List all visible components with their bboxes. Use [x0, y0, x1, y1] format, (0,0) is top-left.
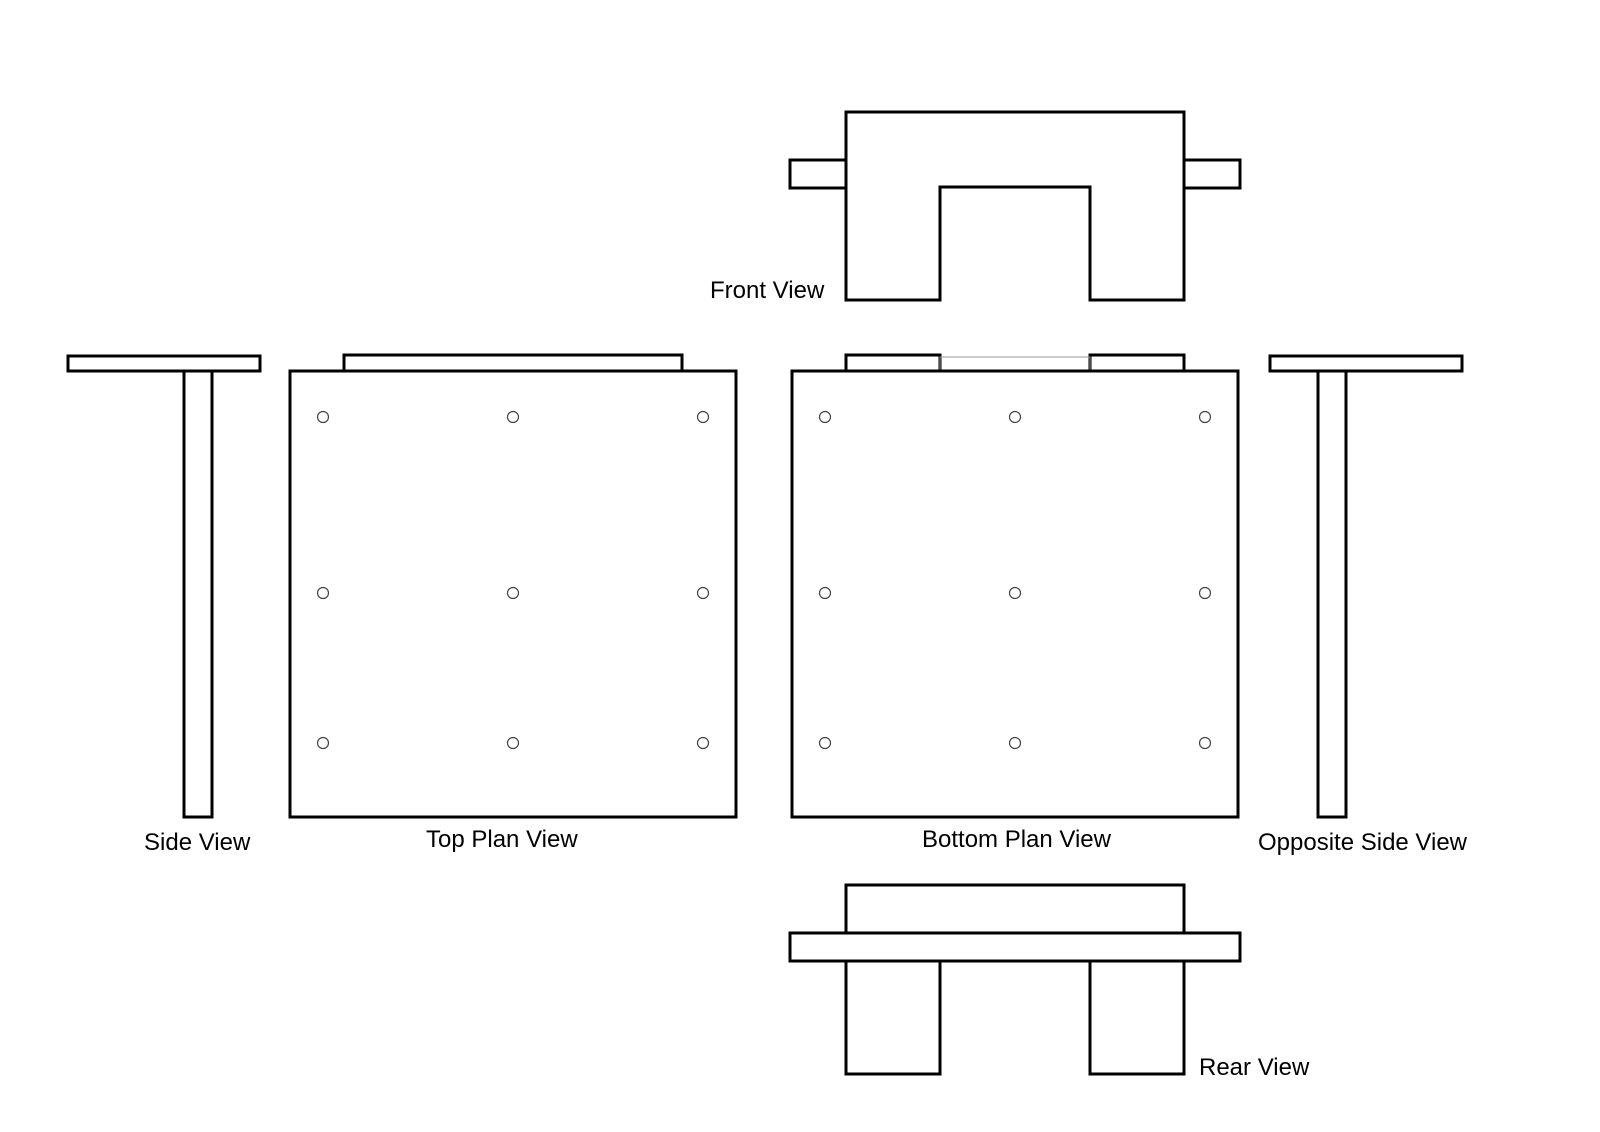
bottom-plan-hole — [1008, 410, 1022, 424]
top-plan-hole — [696, 586, 710, 600]
top-plan-view-holes — [316, 410, 710, 750]
front-view: Front View — [710, 110, 1242, 304]
top-plan-hole — [506, 736, 520, 750]
bottom-plan-hole — [1198, 736, 1212, 750]
bottom-plan-view-label: Bottom Plan View — [922, 826, 1112, 853]
bottom-plan-view: Bottom Plan View — [790, 353, 1240, 853]
side-view-top-bar — [66, 354, 262, 373]
front-view-label: Front View — [710, 277, 825, 304]
bottom-plan-hole — [1198, 410, 1212, 424]
top-plan-hole — [316, 736, 330, 750]
bottom-plan-view-holes — [818, 410, 1212, 750]
front-view-body — [844, 110, 1186, 302]
side-view-label: Side View — [144, 829, 251, 856]
top-plan-hole — [316, 410, 330, 424]
bottom-plan-hole — [1008, 736, 1022, 750]
top-plan-hole — [696, 410, 710, 424]
opposite-side-view-top-bar — [1268, 354, 1464, 373]
opposite-side-view: Opposite Side View — [1258, 354, 1468, 856]
bottom-plan-view-right-tab — [1088, 353, 1186, 373]
rear-view: Rear View — [788, 883, 1310, 1081]
top-plan-view: Top Plan View — [288, 353, 738, 853]
top-plan-hole — [506, 586, 520, 600]
bottom-plan-view-left-tab — [844, 353, 942, 373]
bottom-plan-hole — [1198, 586, 1212, 600]
bottom-plan-hole — [1008, 586, 1022, 600]
front-view-right-tab — [1182, 158, 1242, 190]
opposite-side-view-label: Opposite Side View — [1258, 829, 1468, 856]
rear-view-upper-block — [844, 883, 1186, 935]
bottom-plan-hole — [818, 410, 832, 424]
top-plan-hole — [696, 736, 710, 750]
bottom-plan-hole — [818, 586, 832, 600]
rear-view-right-leg — [1088, 958, 1186, 1076]
top-plan-view-label: Top Plan View — [426, 826, 578, 853]
rear-view-crossbar — [788, 931, 1242, 963]
bottom-plan-view-recess — [939, 356, 1091, 372]
opposite-side-view-leg — [1316, 369, 1348, 819]
front-view-left-tab — [788, 158, 848, 190]
top-plan-hole — [506, 410, 520, 424]
side-view: Side View — [66, 354, 262, 856]
rear-view-left-leg — [844, 958, 942, 1076]
top-plan-hole — [316, 586, 330, 600]
top-plan-view-tab — [342, 353, 684, 373]
side-view-leg — [182, 369, 214, 819]
bottom-plan-hole — [818, 736, 832, 750]
rear-view-label: Rear View — [1199, 1054, 1310, 1081]
